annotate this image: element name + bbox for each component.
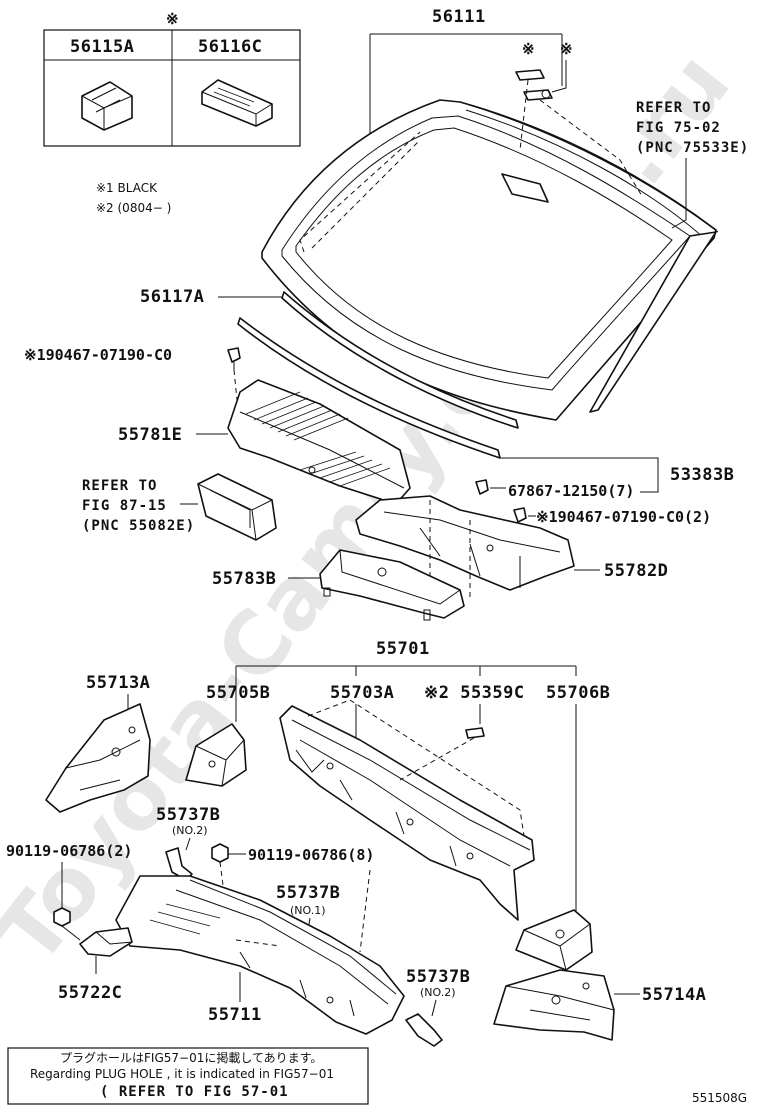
seal-56117A: 56117A <box>140 287 519 459</box>
kome-mark-a: ※ <box>522 40 535 58</box>
label-90467-top: ※190467-07190-C0 <box>24 346 172 364</box>
clip-56116C-icon <box>201 79 273 127</box>
apron-55713A <box>45 703 151 813</box>
refer-75-line2: FIG 75-02 <box>636 120 721 136</box>
label-56116C: 56116C <box>198 37 262 57</box>
sub-no2-b: (NO.2) <box>420 986 456 999</box>
windshield-56111: 56111 ※ ※ <box>261 7 719 421</box>
refer-75-line1: REFER TO <box>636 100 711 116</box>
pad-55359C <box>399 704 485 781</box>
label-90119-mid: 90119-06786(8) <box>248 846 374 864</box>
label-55714A: 55714A <box>642 985 706 1005</box>
bracket-55722C: 55722C <box>58 927 133 1003</box>
kome-header-mark: ※ <box>166 10 179 28</box>
refer-75-line3: (PNC 75533E) <box>636 140 749 156</box>
cowl-panel-55703A <box>279 699 535 921</box>
note-date: ※2 (0804− ) <box>96 201 171 215</box>
clip-56115A-icon <box>81 81 133 131</box>
footer-frame <box>7 1047 369 1105</box>
label-55713A: 55713A <box>86 673 150 693</box>
note-black: ※1 BLACK <box>96 181 158 195</box>
label-55783B: 55783B <box>212 569 276 589</box>
label-55722C: 55722C <box>58 983 122 1003</box>
bolt-90119-left-icon <box>53 862 81 941</box>
bracket-55705B <box>185 704 247 787</box>
label-55711: 55711 <box>208 1005 262 1025</box>
seal-55737B-no2-lower <box>405 999 443 1047</box>
label-53383B: 53383B <box>670 465 734 485</box>
label-55782D: 55782D <box>604 561 668 581</box>
footer-note-box: プラグホールはFIG57−01に掲載してあります。 Regarding PLUG… <box>7 1047 369 1105</box>
label-55705B: 55705B <box>206 683 270 703</box>
label-55701: 55701 <box>376 639 430 659</box>
cowl-plate-55782D: 55782D <box>355 495 668 600</box>
kome-mark-b: ※ <box>560 40 573 58</box>
footer-en-text: Regarding PLUG HOLE , it is indicated in… <box>30 1067 334 1081</box>
cowl-lower-55711: 55711 <box>115 869 405 1035</box>
refer-87-line2: FIG 87-15 <box>82 498 167 514</box>
clip-inset-box: ※ 56115A 56116C <box>43 10 301 147</box>
air-duct-icon <box>180 473 277 541</box>
label-56115A: 56115A <box>70 37 134 57</box>
label-56117A: 56117A <box>140 287 204 307</box>
bracket-55706B <box>515 704 593 971</box>
sub-no2-a: (NO.2) <box>172 824 208 837</box>
footer-jp-text: プラグホールはFIG57−01に掲載してあります。 <box>60 1050 322 1065</box>
clip-90467-top-icon <box>227 347 241 411</box>
label-55359C: ※2 55359C <box>424 683 525 703</box>
label-67867: 67867-12150(7) <box>508 482 634 500</box>
label-90119-left: 90119-06786(2) <box>6 842 132 860</box>
label-55737B-b: 55737B <box>276 883 340 903</box>
apron-55714A: 55714A <box>493 969 706 1041</box>
figure-code: 551508G <box>692 1091 747 1105</box>
refer-87-line3: (PNC 55082E) <box>82 518 195 534</box>
clip-67867-icon <box>475 479 506 495</box>
cowl-panel-55781E: 55781E <box>118 379 411 505</box>
label-55706B: 55706B <box>546 683 610 703</box>
label-55703A: 55703A <box>330 683 394 703</box>
footer-ref-text: ( REFER TO FIG 57-01 <box>100 1084 289 1100</box>
sub-no1: (NO.1) <box>290 904 326 917</box>
label-55737B-a: 55737B <box>156 805 220 825</box>
refer-87-line1: REFER TO <box>82 478 157 494</box>
label-90467-right: ※190467-07190-C0(2) <box>536 508 711 526</box>
cowl-panel-55783B: 55783B <box>212 549 465 621</box>
label-55781E: 55781E <box>118 425 182 445</box>
label-56111: 56111 <box>432 7 486 27</box>
label-55737B-c: 55737B <box>406 967 470 987</box>
seal-55737B-no2-upper <box>165 837 193 881</box>
